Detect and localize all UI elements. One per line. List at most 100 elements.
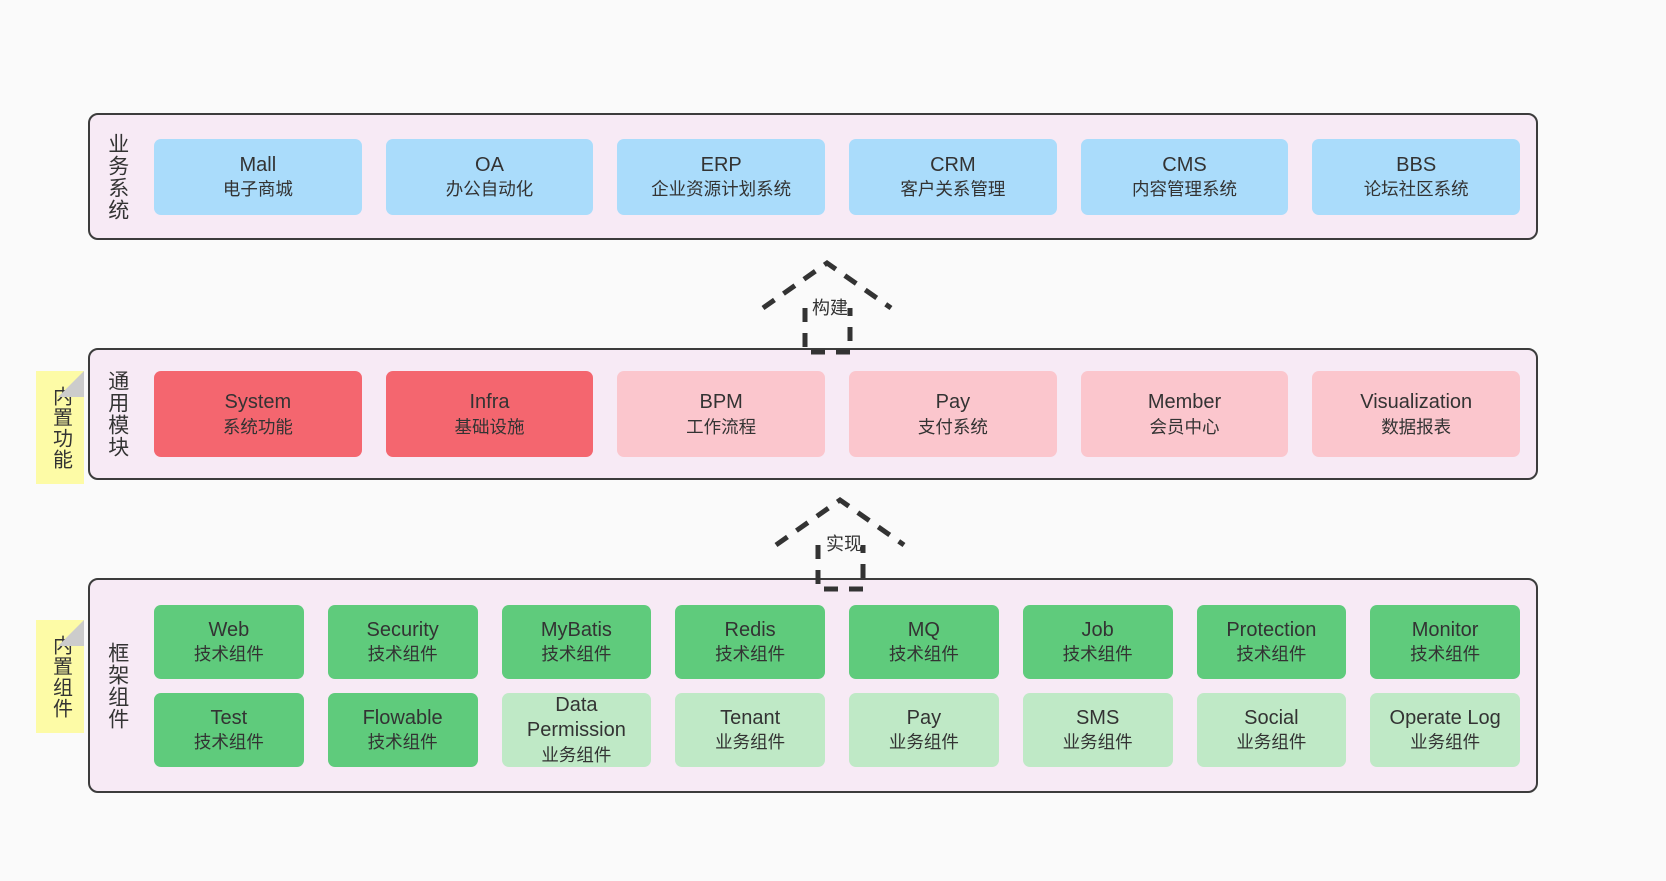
card-title: Job (1081, 618, 1114, 641)
card-title: Test (210, 706, 248, 729)
card-subtitle: 企业资源计划系统 (651, 179, 792, 200)
card-row: Mall 电子商城 OA 办公自动化 ERP 企业资源计划系统 CRM 客户关系… (154, 138, 1521, 215)
card-monitor[interactable]: Monitor 技术组件 (1370, 604, 1520, 679)
card-infra[interactable]: Infra 基础设施 (385, 371, 594, 457)
card-title: Social (1244, 706, 1299, 729)
card-subtitle: 技术组件 (367, 644, 438, 665)
card-title: BPM (699, 391, 743, 414)
card-title: Member (1147, 391, 1222, 414)
sticky-note-builtin-components: 内置组件 (36, 620, 84, 733)
card-title: Operate Log (1389, 706, 1501, 729)
card-title-line2: Permission (526, 719, 626, 742)
card-security[interactable]: Security 技术组件 (327, 604, 478, 679)
card-subtitle: 技术组件 (715, 644, 786, 665)
card-subtitle: 客户关系管理 (900, 179, 1006, 200)
card-subtitle: 系统功能 (222, 416, 293, 437)
layer-title-common-modules: 通用模块 (105, 370, 129, 458)
card-title: Web (208, 618, 250, 641)
card-subtitle: 数据报表 (1381, 416, 1452, 437)
layer-body-business-systems: Mall 电子商城 OA 办公自动化 ERP 企业资源计划系统 CRM 客户关系… (138, 115, 1536, 238)
card-title: Infra (469, 391, 510, 414)
card-subtitle: 业务组件 (1236, 732, 1307, 753)
card-title: MyBatis (540, 618, 612, 641)
card-title: CMS (1162, 153, 1207, 176)
card-subtitle: 技术组件 (1410, 644, 1481, 665)
card-title: Visualization (1360, 391, 1473, 414)
card-title: Redis (724, 618, 776, 641)
card-mq[interactable]: MQ 技术组件 (849, 604, 999, 679)
layer-framework-components: 框架组件 Web 技术组件 Security 技术组件 MyBatis 技术组件… (88, 578, 1538, 793)
card-subtitle: 业务组件 (888, 732, 959, 753)
card-system[interactable]: System 系统功能 (154, 371, 362, 457)
card-cms[interactable]: CMS 内容管理系统 (1080, 138, 1289, 215)
card-title: Data (555, 694, 598, 717)
card-oa[interactable]: OA 办公自动化 (385, 138, 594, 215)
layer-title-business-systems: 业务系统 (105, 132, 129, 221)
card-visualization[interactable]: Visualization 数据报表 (1312, 371, 1521, 457)
card-social[interactable]: Social 业务组件 (1196, 692, 1347, 767)
card-tenant[interactable]: Tenant 业务组件 (675, 692, 825, 767)
sticky-note-builtin-functions: 内置功能 (36, 371, 84, 484)
card-web[interactable]: Web 技术组件 (154, 604, 304, 679)
card-subtitle: 电子商城 (222, 179, 293, 200)
card-title: MQ (907, 618, 940, 641)
card-subtitle: 办公自动化 (445, 179, 534, 200)
card-bbs[interactable]: BBS 论坛社区系统 (1312, 138, 1521, 215)
card-title: Pay (935, 391, 971, 414)
card-subtitle: 技术组件 (193, 732, 264, 753)
card-title: CRM (930, 153, 976, 176)
card-title: Protection (1226, 618, 1317, 641)
card-bpm[interactable]: BPM 工作流程 (617, 371, 826, 457)
card-mybatis[interactable]: MyBatis 技术组件 (501, 604, 652, 679)
card-subtitle: 基础设施 (454, 416, 525, 437)
card-subtitle: 业务组件 (1410, 732, 1481, 753)
card-title: ERP (700, 153, 742, 176)
card-erp[interactable]: ERP 企业资源计划系统 (617, 138, 826, 215)
card-subtitle: 业务组件 (541, 744, 612, 765)
card-mall[interactable]: Mall 电子商城 (154, 138, 362, 215)
card-title: System (224, 391, 292, 414)
card-subtitle: 业务组件 (715, 732, 786, 753)
card-operate-log[interactable]: Operate Log 业务组件 (1370, 692, 1520, 767)
card-subtitle: 技术组件 (367, 732, 438, 753)
card-subtitle: 支付系统 (917, 416, 988, 437)
layer-title-framework-components: 框架组件 (105, 641, 129, 730)
card-title: OA (475, 153, 504, 176)
card-title: SMS (1075, 706, 1120, 729)
card-redis[interactable]: Redis 技术组件 (675, 604, 825, 679)
card-pay[interactable]: Pay 支付系统 (849, 371, 1057, 457)
card-crm[interactable]: CRM 客户关系管理 (849, 138, 1057, 215)
card-protection[interactable]: Protection 技术组件 (1196, 604, 1347, 679)
layer-body-common-modules: System 系统功能 Infra 基础设施 BPM 工作流程 Pay 支付系统… (138, 350, 1536, 478)
card-pay-component[interactable]: Pay 业务组件 (849, 692, 999, 767)
card-title: Tenant (720, 706, 781, 729)
card-subtitle: 技术组件 (541, 644, 612, 665)
card-row: Test 技术组件 Flowable 技术组件 Data Permission … (154, 692, 1520, 767)
connector-implement-arrow (773, 495, 913, 592)
card-row: System 系统功能 Infra 基础设施 BPM 工作流程 Pay 支付系统… (154, 371, 1521, 457)
connector-build-arrow (760, 258, 900, 355)
layer-business-systems: 业务系统 Mall 电子商城 OA 办公自动化 ERP 企业资源计划系统 CRM… (88, 113, 1538, 240)
card-member[interactable]: Member 会员中心 (1080, 371, 1289, 457)
connector-build-label: 构建 (812, 298, 848, 318)
card-row: Web 技术组件 Security 技术组件 MyBatis 技术组件 Redi… (154, 604, 1520, 679)
card-job[interactable]: Job 技术组件 (1022, 604, 1173, 679)
card-subtitle: 内容管理系统 (1132, 179, 1238, 200)
card-title: Mall (239, 153, 277, 176)
card-title: Pay (906, 706, 942, 729)
card-flowable[interactable]: Flowable 技术组件 (327, 692, 478, 767)
card-subtitle: 技术组件 (1236, 644, 1307, 665)
card-test[interactable]: Test 技术组件 (154, 692, 304, 767)
layer-common-modules: 通用模块 System 系统功能 Infra 基础设施 BPM 工作流程 Pay… (88, 348, 1538, 480)
connector-implement-label: 实现 (826, 534, 862, 554)
card-subtitle: 技术组件 (888, 644, 959, 665)
card-subtitle: 技术组件 (1062, 644, 1133, 665)
card-sms[interactable]: SMS 业务组件 (1022, 692, 1173, 767)
card-data-permission[interactable]: Data Permission 业务组件 (501, 692, 652, 767)
card-title: Monitor (1411, 618, 1479, 641)
card-subtitle: 工作流程 (686, 416, 757, 437)
card-subtitle: 会员中心 (1149, 416, 1220, 437)
layer-body-framework-components: Web 技术组件 Security 技术组件 MyBatis 技术组件 Redi… (138, 580, 1536, 791)
card-subtitle: 业务组件 (1062, 732, 1133, 753)
